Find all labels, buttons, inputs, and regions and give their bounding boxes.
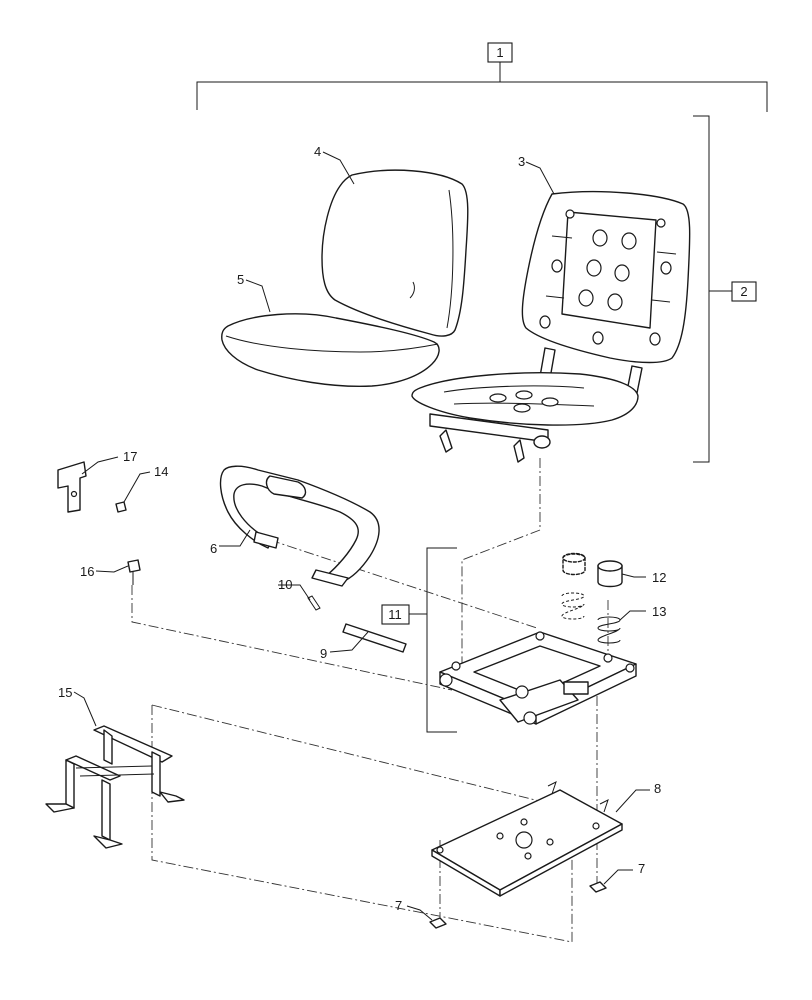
callout-4: 4: [314, 144, 321, 159]
callout-3: 3: [518, 154, 525, 169]
assembly-bracket-1: [196, 62, 768, 112]
spring-13: [561, 592, 621, 644]
backrest-cushion: [321, 169, 469, 337]
slide-rail-assembly: [439, 631, 637, 725]
callout-box-1: [487, 42, 513, 63]
bolt-16: [127, 559, 141, 585]
callout-16: 16: [80, 564, 94, 579]
seat-cushion: [221, 313, 440, 388]
mounting-bracket-17: [57, 461, 87, 513]
callout-2: 2: [740, 284, 747, 299]
callout-15: 15: [58, 685, 72, 700]
leader-lines: [73, 151, 650, 921]
callout-box-2: [731, 281, 757, 302]
assembly-bracket-11: [409, 547, 457, 733]
screw-14: [115, 501, 127, 513]
bushing-12: [562, 552, 623, 588]
callout-7b: 7: [638, 861, 645, 876]
callout-5: 5: [237, 272, 244, 287]
assembly-center-lines: [131, 458, 609, 943]
callout-1: 1: [496, 45, 503, 60]
callout-13: 13: [652, 604, 666, 619]
pin-rod-9: [342, 623, 407, 653]
callout-10: 10: [278, 577, 292, 592]
seat-belt-strap: [219, 465, 380, 587]
callout-6: 6: [210, 541, 217, 556]
callout-17: 17: [123, 449, 137, 464]
mounting-stand-15: [45, 725, 185, 849]
callout-9: 9: [320, 646, 327, 661]
callout-8: 8: [654, 781, 661, 796]
callout-labels: 1 2 3 4 5 6 7 7 8 9 10 11 12 13 14 15 16…: [58, 42, 757, 913]
nut-7: [429, 881, 607, 929]
cotter-pin-10: [307, 595, 321, 611]
callout-box-11: [381, 604, 410, 625]
seat-frame: [411, 190, 691, 463]
callout-7a: 7: [395, 898, 402, 913]
assembly-bracket-2: [693, 115, 732, 463]
callout-14: 14: [154, 464, 168, 479]
base-plate-8: [431, 781, 623, 897]
callout-12: 12: [652, 570, 666, 585]
callout-11: 11: [388, 607, 402, 622]
